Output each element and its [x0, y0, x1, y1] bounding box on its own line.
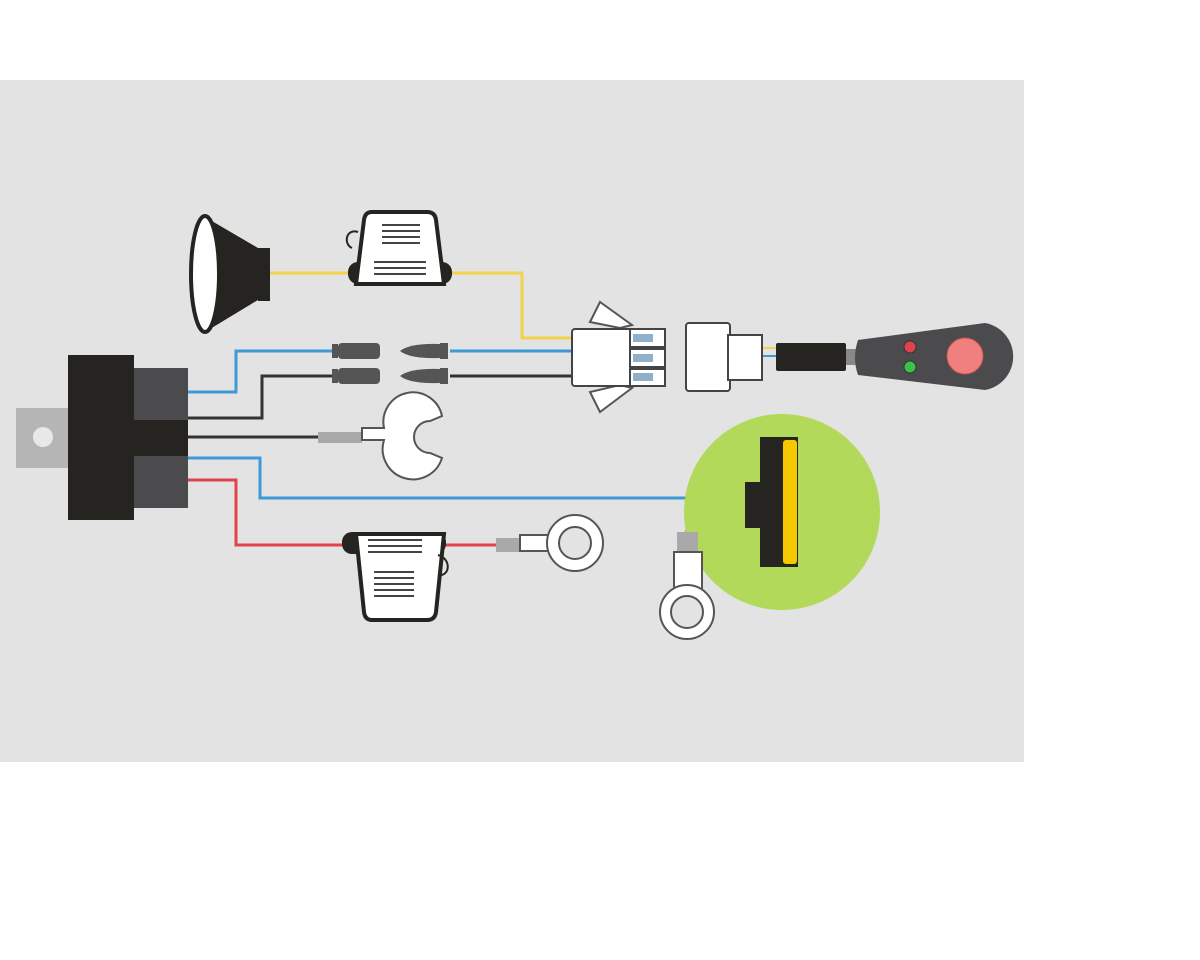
switch-button-icon [946, 337, 984, 375]
spotlight-icon [189, 214, 270, 334]
ring-terminal-icon [659, 532, 715, 640]
wire-yellow [448, 271, 574, 340]
wire-blue [188, 349, 334, 394]
push-button-switch-icon [776, 323, 1014, 390]
wire-blue [188, 456, 748, 500]
multi-pin-connector-icon [571, 300, 666, 414]
red-led-icon [903, 340, 917, 354]
ring-terminal-icon [496, 514, 604, 572]
fork-terminal-icon [318, 391, 444, 481]
inline-fuse-icon [345, 210, 452, 286]
wire-black [188, 374, 334, 420]
relay-icon [16, 355, 188, 520]
led-light-icon [745, 437, 798, 567]
inline-fuse-icon [342, 532, 449, 622]
connector-icon [685, 322, 763, 392]
green-led-icon [903, 360, 917, 374]
bullet-connector-icon [332, 343, 448, 384]
wire-red [188, 478, 345, 547]
